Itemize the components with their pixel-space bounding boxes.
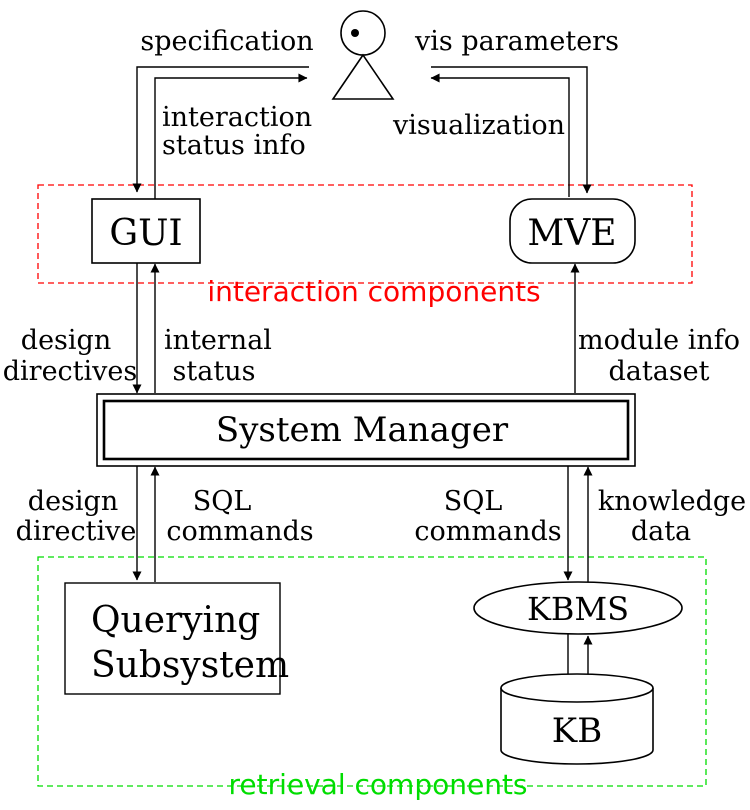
specification-arrow: [132, 66, 309, 193]
kbms-node: [473, 581, 683, 635]
retrieval-components-group: [37, 556, 707, 787]
user-actor-icon: [331, 10, 395, 100]
gui-label: GUI: [109, 213, 182, 254]
querying-label-1: Querying: [91, 600, 260, 641]
design-directives-label-1: design: [21, 325, 111, 356]
specification-label: specification: [140, 26, 313, 57]
module-info-label-2: dataset: [608, 356, 709, 387]
visualization-arrow: [430, 73, 570, 197]
sql-left-label-2: commands: [166, 516, 313, 547]
kb-label: KB: [552, 711, 602, 751]
interaction-status-arrow: [154, 73, 308, 199]
kbms-label: KBMS: [527, 590, 629, 628]
module-info-label-1: module info: [578, 325, 740, 356]
retrieval-components-label: retrieval components: [228, 768, 527, 801]
internal-status-label-1: internal: [164, 325, 272, 356]
internal-status-label-2: status: [173, 356, 256, 387]
mve-label: MVE: [527, 213, 616, 254]
visualization-label: visualization: [392, 110, 565, 141]
interaction-status-label-2: status info: [162, 130, 306, 161]
gui-node: [91, 198, 201, 264]
knowledge-label-2: data: [631, 516, 691, 547]
knowledge-label-1: knowledge: [598, 486, 746, 517]
querying-subsystem-node: [64, 582, 281, 695]
kb-database-icon: [500, 673, 654, 765]
interaction-status-label-1: interaction: [162, 102, 312, 133]
sql-right-label-2: commands: [414, 516, 561, 547]
system-manager-label: System Manager: [216, 410, 509, 450]
design-directive-label-1: design: [28, 486, 118, 517]
sql-right-label-1: SQL: [444, 486, 503, 517]
design-directive-label-2: directive: [16, 516, 137, 547]
sql-left-label-1: SQL: [193, 486, 252, 517]
design-directives-label-2: directives: [3, 356, 138, 387]
system-manager-node: [102, 399, 630, 461]
vis-parameters-label: vis parameters: [414, 26, 619, 57]
mve-node: [509, 198, 636, 264]
vis-parameters-arrow: [431, 66, 592, 194]
interaction-components-label: interaction components: [207, 275, 540, 308]
querying-label-2: Subsystem: [91, 645, 289, 686]
interaction-components-group: [37, 184, 693, 284]
